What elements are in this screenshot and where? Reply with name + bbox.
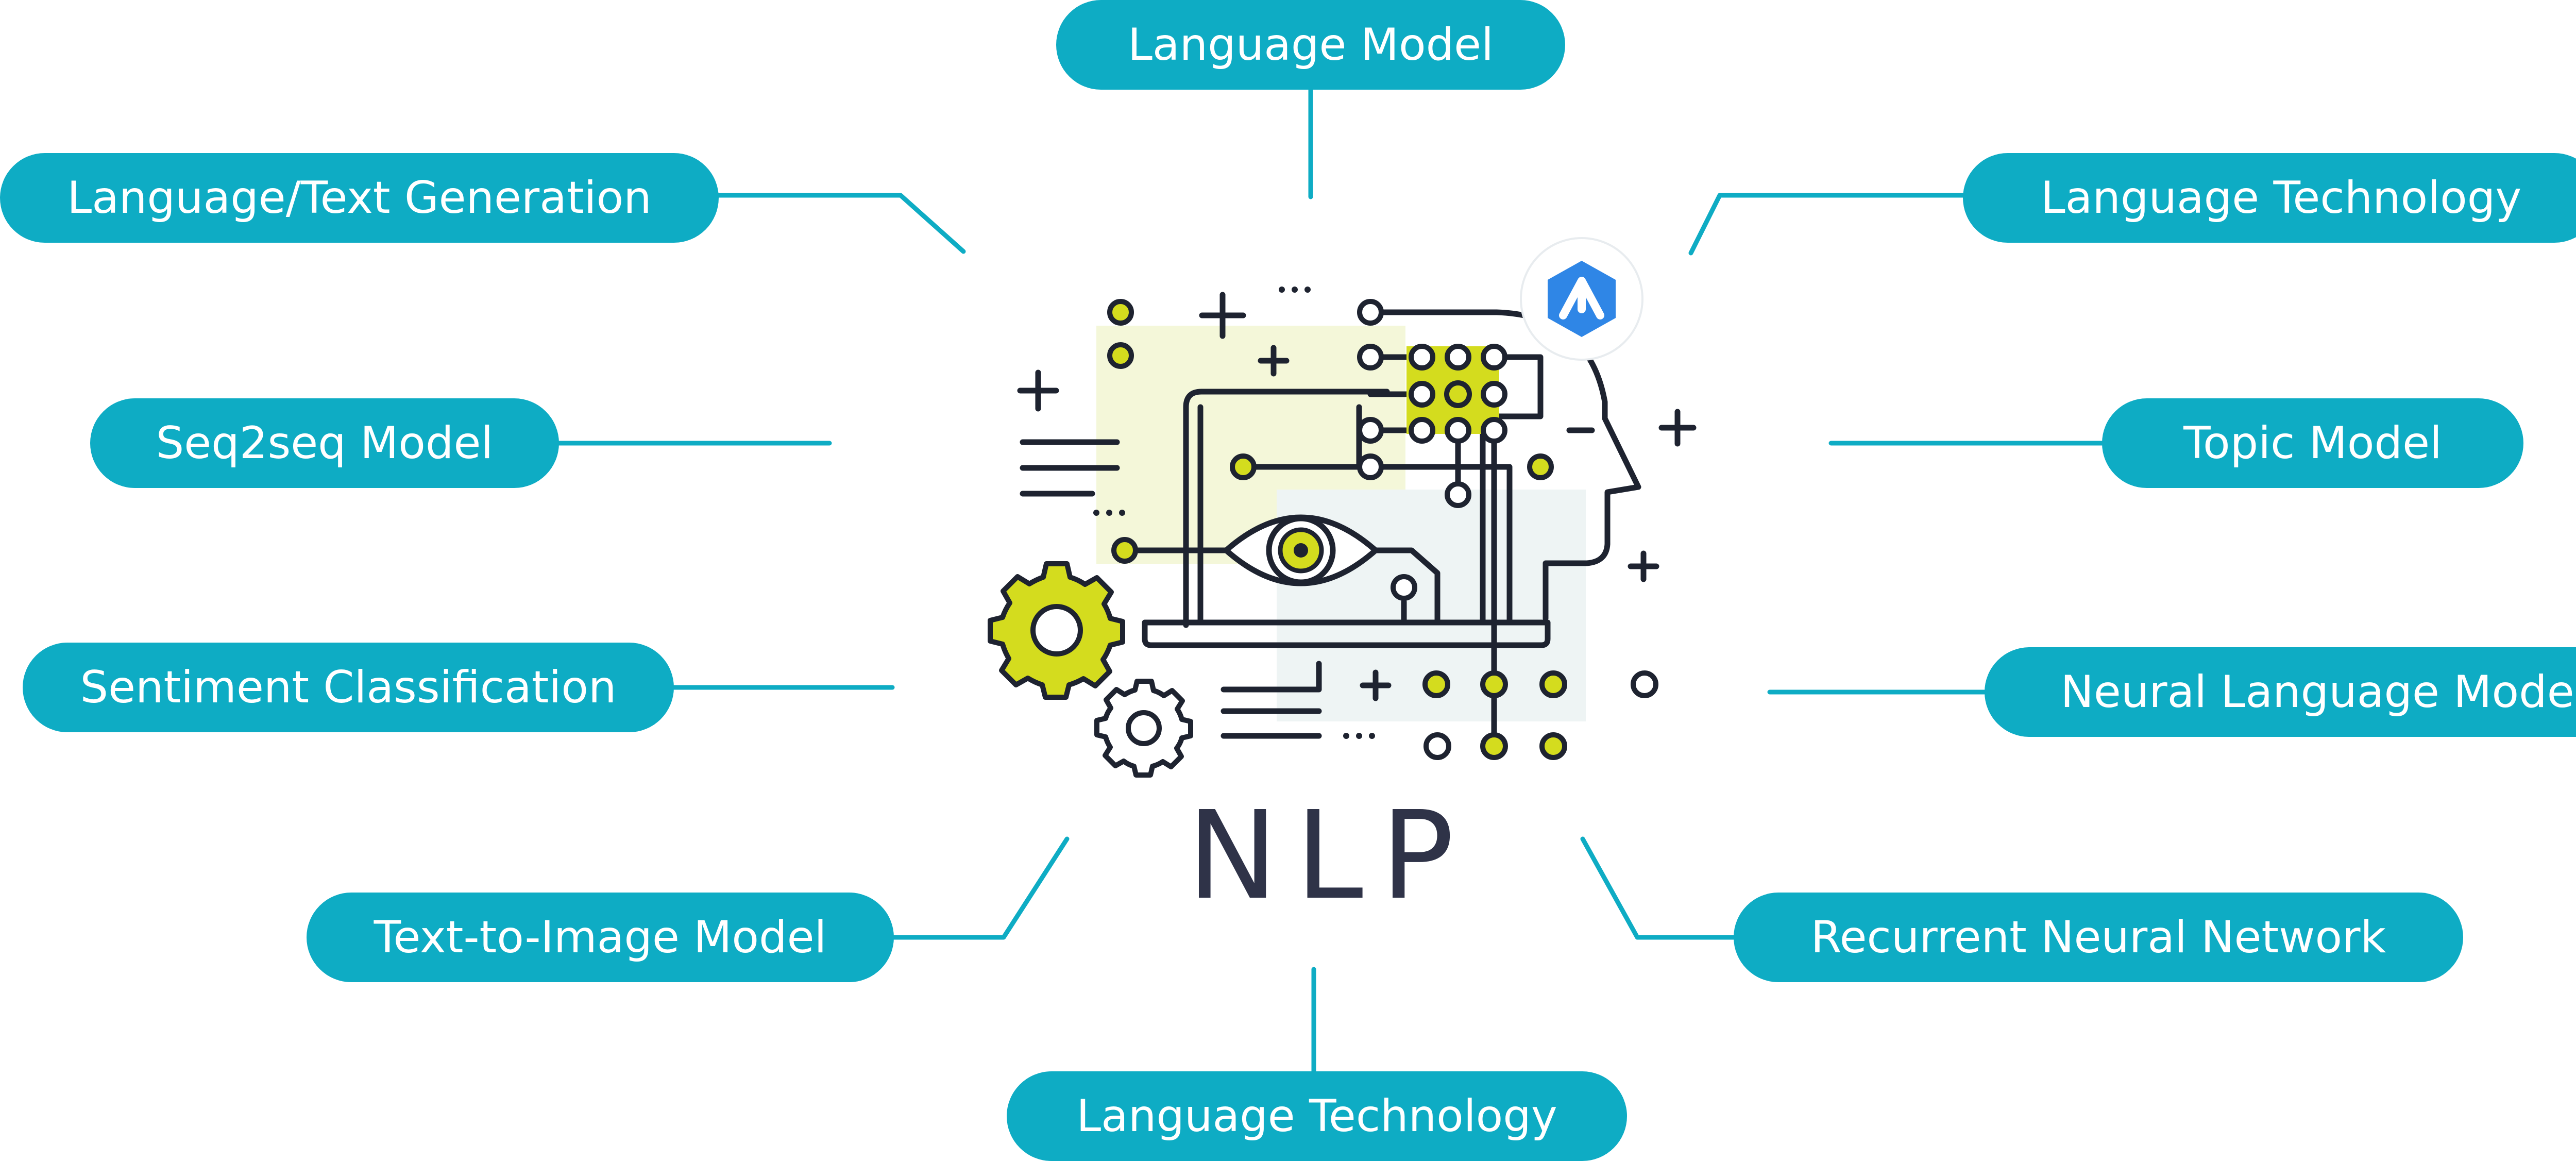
node xyxy=(1391,574,1417,601)
node xyxy=(1357,453,1384,480)
plus-icon xyxy=(1199,292,1246,339)
node-yellow xyxy=(1422,670,1450,698)
gear-icon xyxy=(988,561,1125,700)
plus-icon xyxy=(1628,550,1659,582)
plus-icon xyxy=(1658,409,1697,447)
gear-icon xyxy=(1094,679,1193,778)
node xyxy=(1409,381,1435,408)
label-language-model: Language Model xyxy=(1056,0,1565,90)
line xyxy=(1221,661,1322,693)
node-yellow xyxy=(1539,732,1567,760)
node xyxy=(1481,381,1507,408)
circuit-icon xyxy=(1240,464,1513,626)
plus-icon xyxy=(1258,345,1290,377)
label-neural-language-model: Neural Language Model xyxy=(1985,647,2576,737)
node xyxy=(1409,417,1435,444)
logo-icon xyxy=(1520,237,1643,361)
eye-icon xyxy=(1223,514,1379,586)
label-language-technology-top: Language Technology xyxy=(1963,153,2576,243)
node xyxy=(1445,344,1471,371)
plus-icon xyxy=(1017,369,1059,412)
node-yellow xyxy=(1111,537,1138,564)
node-yellow xyxy=(1539,670,1567,698)
connector-top-right xyxy=(1688,193,1965,256)
node xyxy=(1409,344,1435,371)
connector-top-left xyxy=(716,193,966,254)
laptop-icon xyxy=(1183,389,1390,628)
label-text-to-image-model: Text-to-Image Model xyxy=(307,893,894,982)
laptop-base xyxy=(1142,619,1551,648)
label-topic-model: Topic Model xyxy=(2102,398,2523,488)
node xyxy=(1481,344,1507,371)
node-yellow xyxy=(1480,732,1508,760)
node xyxy=(1481,417,1507,444)
node xyxy=(1423,732,1451,760)
node xyxy=(1631,670,1658,698)
node-yellow xyxy=(1107,342,1134,369)
label-language-text-generation: Language/Text Generation xyxy=(0,153,719,243)
label-sentiment-classification: Sentiment Classification xyxy=(23,643,674,732)
connector-bottom-left xyxy=(891,836,1070,940)
node-yellow xyxy=(1107,299,1134,326)
label-recurrent-neural-network: Recurrent Neural Network xyxy=(1734,893,2463,982)
node-yellow xyxy=(1444,380,1472,408)
plus-icon xyxy=(1360,669,1392,701)
label-seq2seq-model: Seq2seq Model xyxy=(90,398,559,488)
node xyxy=(1357,417,1384,444)
node xyxy=(1445,481,1471,508)
connector-bottom-right xyxy=(1580,836,1736,940)
label-language-technology-bottom: Language Technology xyxy=(1007,1071,1627,1161)
node xyxy=(1357,299,1384,326)
node-yellow xyxy=(1230,453,1257,480)
node-yellow xyxy=(1527,453,1554,480)
diagram-title: NLP xyxy=(1187,784,1472,927)
node-yellow xyxy=(1480,670,1508,698)
node xyxy=(1357,344,1384,371)
node xyxy=(1445,417,1471,444)
